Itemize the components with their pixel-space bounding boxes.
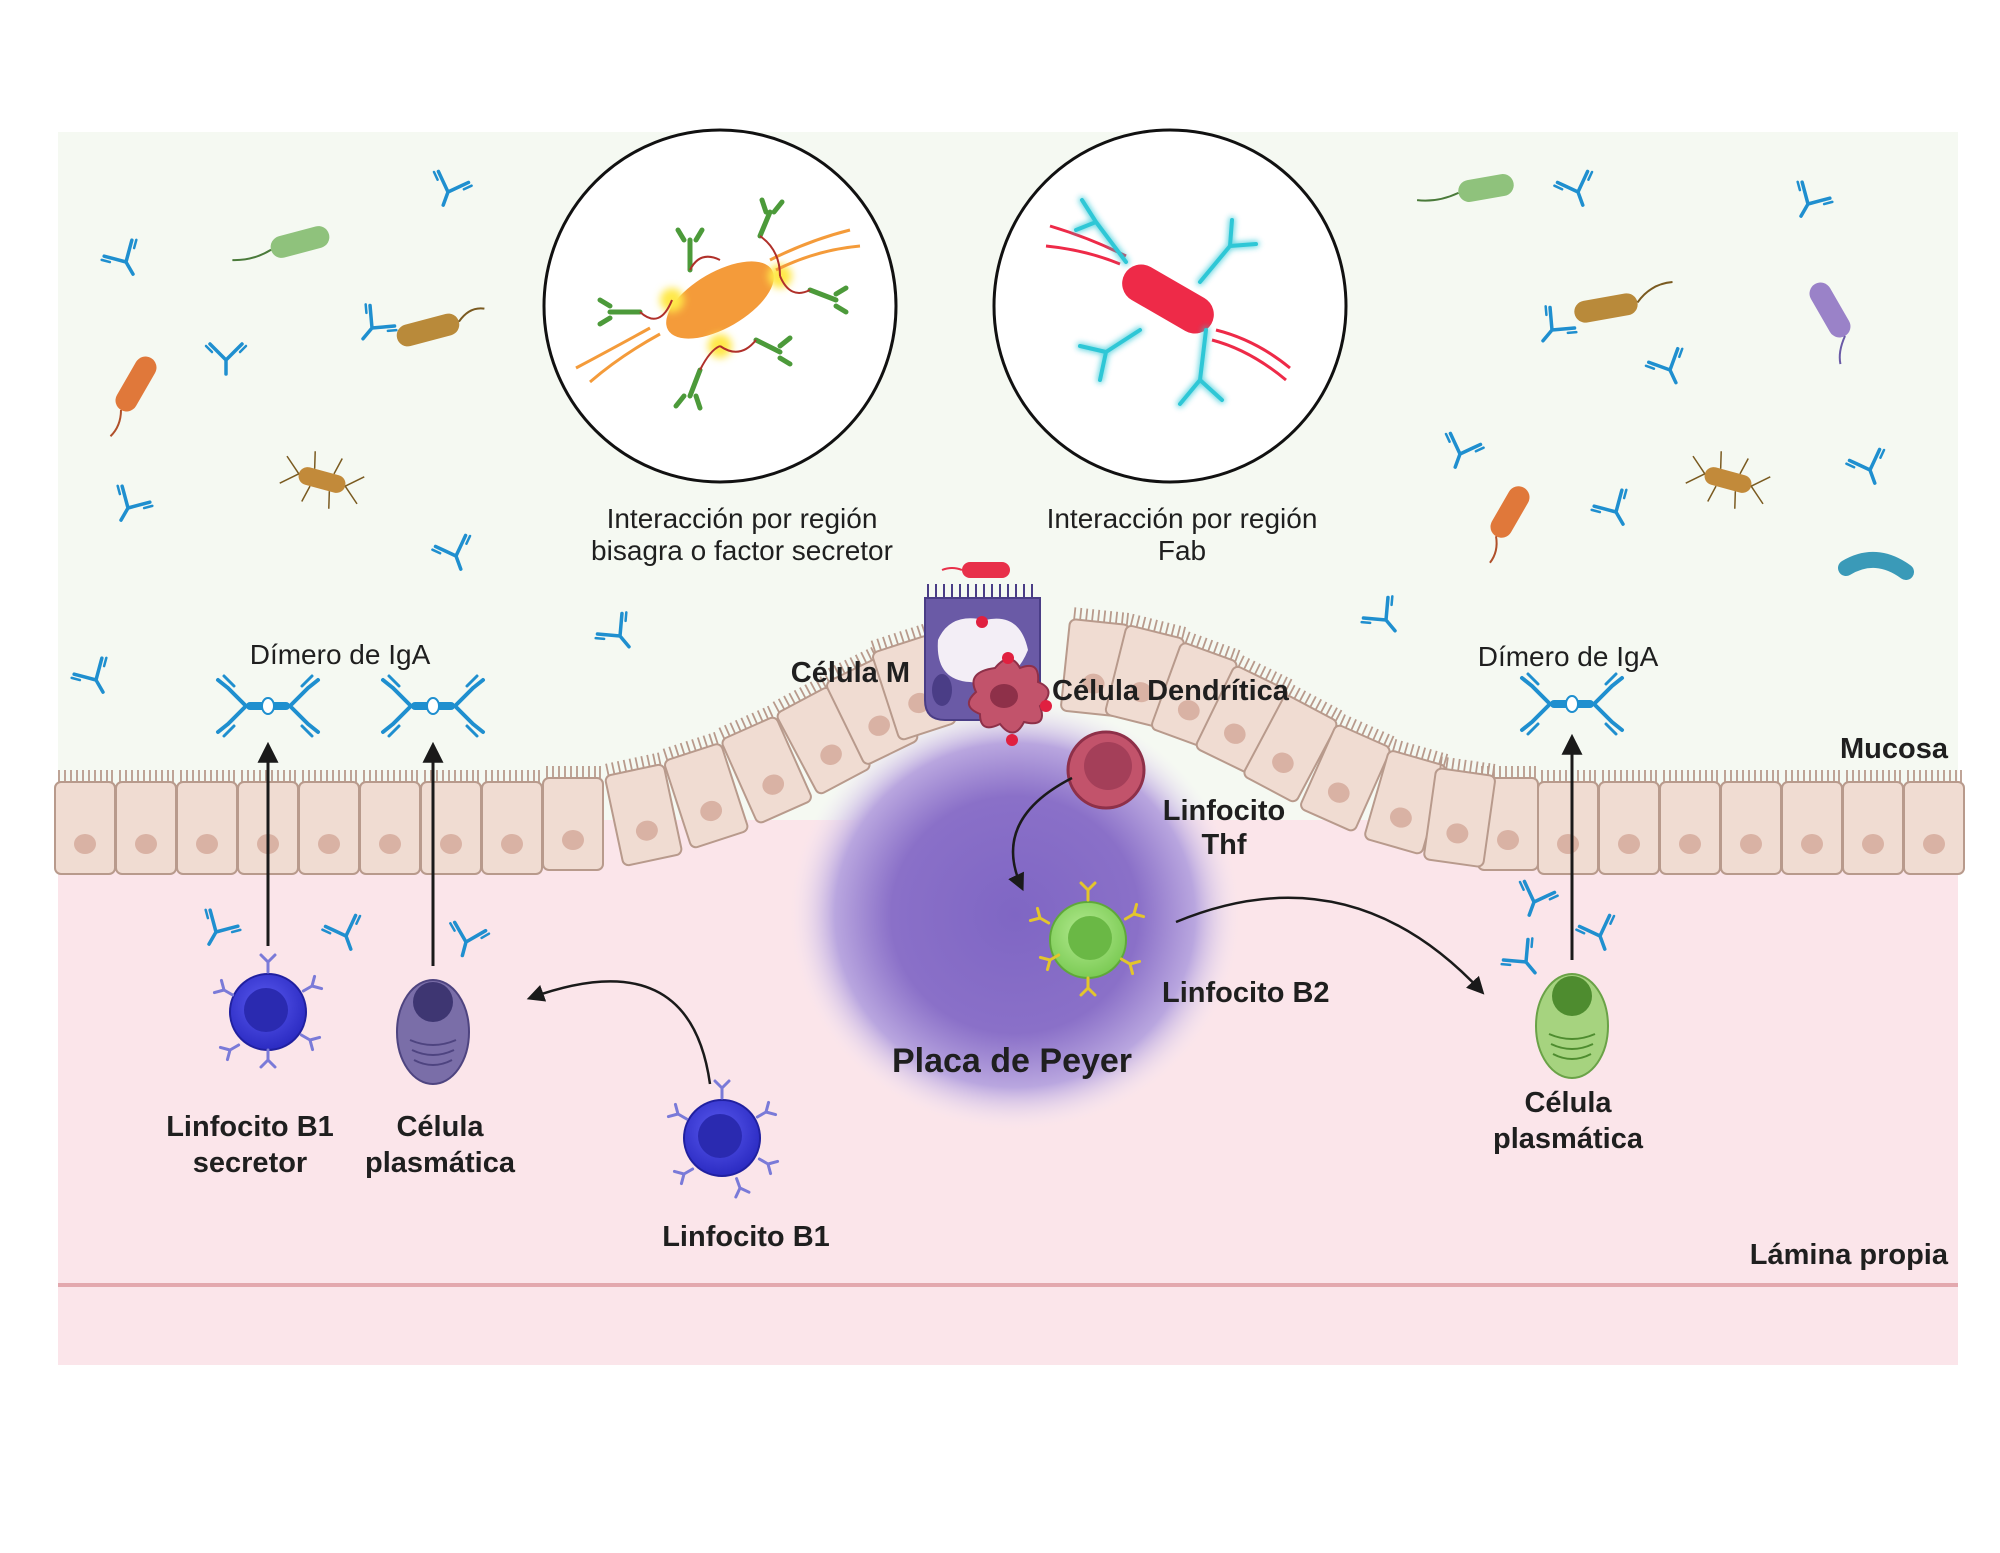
lamina-propia-label: Lámina propia: [1750, 1239, 1949, 1271]
b1-secretor-label-line2: secretor: [193, 1147, 307, 1179]
b1-lymphocyte-icon: [666, 1079, 780, 1199]
hinge-interaction-inset: [542, 128, 898, 484]
peyer-label: Placa de Peyer: [892, 1042, 1132, 1080]
plasma-cell-left-icon: [396, 979, 470, 1085]
bacteria-icon: [941, 562, 1010, 578]
thf-label-line1: Linfocito: [1163, 795, 1285, 827]
b1-secretor-lymphocyte-icon: [212, 953, 324, 1069]
thf-lymphocyte-icon: [1066, 730, 1146, 810]
plasma-left-label-line2: plasmática: [365, 1147, 516, 1179]
hinge-caption-line1: Interacción por región: [607, 503, 878, 534]
plasma-left-label-line1: Célula: [396, 1111, 484, 1143]
b1-label: Linfocito B1: [662, 1221, 830, 1253]
arrow-icon: [257, 733, 1583, 1085]
fab-caption-line1: Interacción por región: [1047, 503, 1318, 534]
m-cell-label: Célula M: [791, 657, 910, 689]
b2-lymphocyte-icon: [1028, 881, 1146, 997]
thf-label-line2: Thf: [1201, 829, 1246, 861]
iga-dimer-left-label: Dímero de IgA: [250, 639, 431, 670]
iga-dimer-right-label: Dímero de IgA: [1478, 641, 1659, 672]
b1-secretor-label-line1: Linfocito B1: [166, 1111, 334, 1143]
plasma-right-label-line1: Célula: [1524, 1087, 1612, 1119]
bacteria-icon: [109, 174, 1914, 580]
peyer-patch: [790, 700, 1240, 1130]
b2-label: Linfocito B2: [1162, 977, 1330, 1009]
plasma-cell-right-icon: [1535, 973, 1609, 1079]
dendritic-cell-icon: [968, 652, 1052, 746]
hinge-caption-line2: bisagra o factor secretor: [591, 535, 893, 566]
plasma-right-label-line2: plasmática: [1493, 1123, 1644, 1155]
mucosa-label: Mucosa: [1840, 733, 1949, 765]
dendritic-cell-label: Célula Dendrítica: [1052, 675, 1290, 707]
fab-caption-line2: Fab: [1158, 535, 1206, 566]
fab-interaction-inset: [992, 128, 1348, 484]
